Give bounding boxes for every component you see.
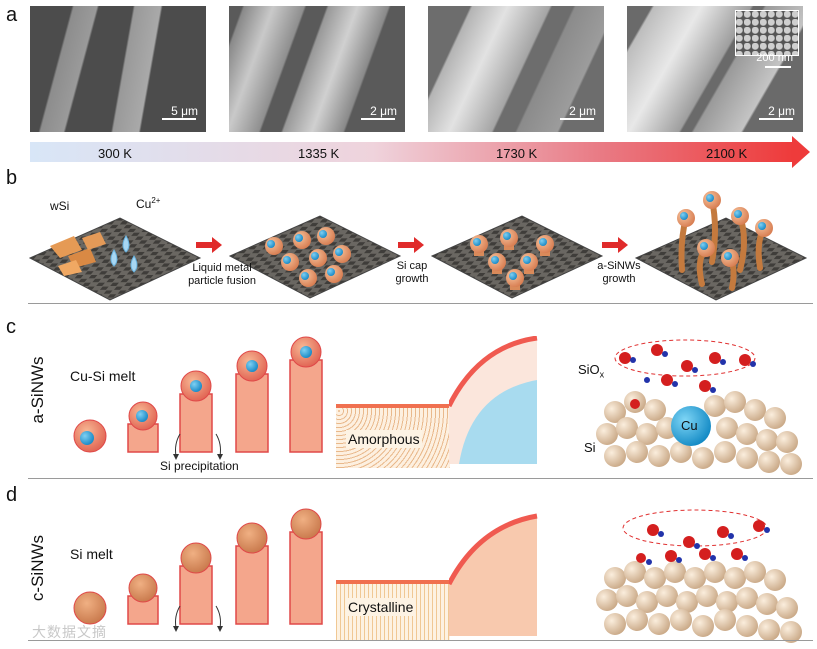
step-1-line2: particle fusion bbox=[188, 275, 256, 287]
cu-ion-label: Cu2+ bbox=[136, 196, 161, 211]
step-1-line1: Liquid metal bbox=[192, 262, 252, 274]
scale-bar bbox=[759, 118, 793, 120]
melt-label-c: Cu-Si melt bbox=[70, 368, 136, 384]
cu-atom-label: Cu bbox=[681, 418, 698, 433]
step-3-line2: growth bbox=[602, 273, 636, 285]
sem-image-1730k: 2 μm bbox=[428, 6, 604, 132]
amorphous-curve bbox=[449, 336, 538, 464]
panel-d-label: d bbox=[6, 484, 18, 506]
wsi-label: wSi bbox=[49, 199, 69, 213]
atomic-model-cu-si bbox=[596, 339, 802, 475]
panel-b-label: b bbox=[6, 167, 18, 189]
mesh-substrate-4 bbox=[634, 191, 808, 301]
atomic-model-si bbox=[596, 509, 802, 643]
mesh-substrate-3 bbox=[430, 215, 604, 299]
growth-schematic: wSi Cu2+ bbox=[28, 191, 808, 301]
step-2-line2: growth bbox=[395, 273, 429, 285]
scale-bar bbox=[361, 118, 395, 120]
separator-c bbox=[28, 478, 813, 479]
step-arrow-1 bbox=[196, 237, 222, 253]
asinws-growth-sequence bbox=[73, 336, 323, 460]
separator-d bbox=[28, 640, 813, 641]
si-atom-label: Si bbox=[584, 440, 596, 455]
separator-b bbox=[28, 303, 813, 304]
sem-inset bbox=[735, 10, 799, 56]
panel-a-label: a bbox=[6, 4, 18, 26]
step-arrow-2 bbox=[398, 237, 424, 253]
step-2-label: Si cap growth bbox=[382, 260, 442, 286]
side-label-csinws: c-SiNWs bbox=[28, 534, 47, 602]
scale-label: 5 μm bbox=[171, 104, 198, 118]
temp-1335k: 1335 K bbox=[298, 146, 340, 161]
siox-label: SiOx bbox=[578, 362, 604, 380]
crystalline-label: Crystalline bbox=[346, 598, 416, 616]
step-3-label: a-SiNWs growth bbox=[584, 260, 654, 286]
mesh-substrate-2 bbox=[228, 215, 402, 299]
scale-label: 2 μm bbox=[768, 104, 795, 118]
siox-text: SiO bbox=[578, 362, 600, 377]
step-arrow-3 bbox=[602, 237, 628, 253]
watermark: 大数据文摘 bbox=[32, 624, 107, 640]
temp-1730k: 1730 K bbox=[496, 146, 538, 161]
sem-image-300k: 5 μm bbox=[30, 6, 206, 132]
step-3-line1: a-SiNWs bbox=[597, 260, 641, 272]
inset-scale-label: 200 nm bbox=[756, 52, 793, 64]
temp-2100k: 2100 K bbox=[706, 146, 748, 161]
sem-image-1335k: 2 μm bbox=[229, 6, 405, 132]
crystalline-curve bbox=[449, 513, 538, 636]
siox-subscript: x bbox=[599, 369, 605, 380]
side-label-asinws: a-SiNWs bbox=[28, 356, 47, 424]
step-2-line1: Si cap bbox=[396, 260, 428, 272]
amorphous-label: Amorphous bbox=[346, 430, 422, 448]
melt-label-d: Si melt bbox=[70, 546, 113, 562]
scale-bar bbox=[560, 118, 594, 120]
step-1-label: Liquid metal particle fusion bbox=[182, 262, 262, 288]
inset-scale-bar bbox=[765, 66, 791, 68]
scale-label: 2 μm bbox=[370, 104, 397, 118]
scale-bar bbox=[162, 118, 196, 120]
temp-300k: 300 K bbox=[98, 146, 132, 161]
sem-image-2100k: 200 nm 2 μm bbox=[627, 6, 803, 132]
si-precipitation-label: Si precipitation bbox=[160, 459, 239, 473]
scale-label: 2 μm bbox=[569, 104, 596, 118]
csinws-growth-sequence bbox=[73, 508, 323, 632]
temperature-arrow bbox=[30, 142, 792, 162]
mesh-substrate-1 bbox=[28, 217, 202, 301]
panel-c-label: c bbox=[6, 316, 16, 338]
temperature-arrow-head bbox=[792, 136, 810, 168]
